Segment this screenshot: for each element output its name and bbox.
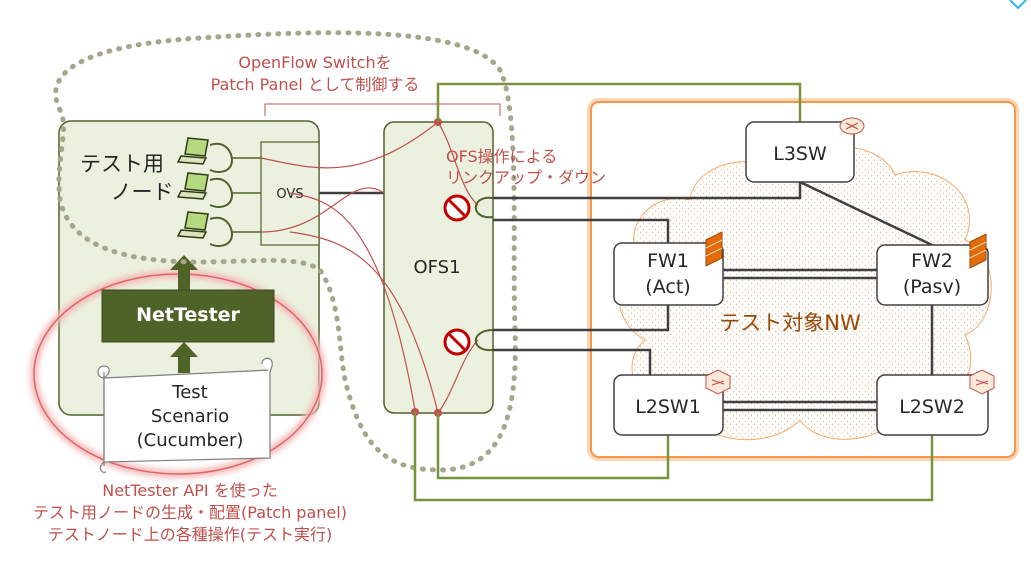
laptop-icon [176, 137, 209, 165]
ofs-patch-annotation-line1: OpenFlow Switchを [238, 53, 391, 72]
api-annotation-line1: NetTester API を使った [102, 481, 278, 500]
fw1-label-line1: FW1 [647, 250, 689, 272]
l2sw1-device: L2SW1 [613, 369, 731, 436]
scenario-line3: (Cucumber) [137, 430, 244, 451]
fw1-device: FW1 (Act) [613, 231, 724, 306]
test-node-3 [176, 211, 261, 247]
l2sw2-device: L2SW2 [876, 369, 995, 436]
l2sw2-label: L2SW2 [899, 396, 965, 418]
firewall-icon [969, 233, 987, 269]
test-node-1 [176, 137, 261, 173]
patch-panel-boundary [53, 30, 518, 473]
ofs-patch-annotation-line2: Patch Panel として制御する [211, 75, 420, 94]
nettester-label: NetTester [136, 304, 240, 326]
ovs-label: OVS [276, 187, 303, 202]
nettester-box [101, 289, 275, 343]
fw2-device: FW2 (Pasv) [876, 233, 989, 306]
scenario-line1: Test [171, 382, 207, 403]
test-node-label-line2: ノード [111, 180, 174, 204]
ofs-link-annotation-line2: リンクアップ・ダウン [446, 168, 606, 187]
router-icon [839, 117, 865, 135]
laptop-icon [176, 211, 209, 239]
l3sw-label: L3SW [773, 143, 827, 165]
test-node-2 [176, 172, 261, 208]
ofs-link-annotation-line1: OFS操作による [446, 147, 557, 166]
firewall-icon [705, 231, 723, 267]
test-node-label-line1: テスト用 [80, 152, 164, 176]
l2sw1-label: L2SW1 [635, 396, 701, 418]
fw2-label-line1: FW2 [911, 250, 953, 272]
api-annotation-line2: テスト用ノードの生成・配置(Patch panel) [33, 503, 347, 522]
corner-mark [1009, 0, 1027, 10]
arrow-up-icon [170, 342, 198, 373]
switch-icon [969, 369, 995, 395]
laptop-icon [176, 172, 209, 200]
switch-icon [705, 369, 731, 395]
annotation-bracket [264, 103, 501, 116]
api-annotation-line3: テストノード上の各種操作(テスト実行) [48, 525, 333, 544]
ofs1-label: OFS1 [413, 257, 460, 278]
patch-lines [260, 121, 479, 414]
network-links [413, 82, 934, 502]
fw1-label-line2: (Act) [645, 276, 690, 298]
fw2-label-line2: (Pasv) [903, 276, 961, 298]
no-entry-icon [443, 328, 471, 356]
no-entry-icon [443, 194, 471, 222]
scenario-line2: Scenario [151, 406, 229, 427]
test-scenario-scroll: Test Scenario (Cucumber) [97, 357, 273, 473]
network-title: テスト対象NW [719, 311, 861, 335]
l3sw-device: L3SW [745, 117, 865, 183]
target-network-region: テスト対象NW [587, 98, 1019, 461]
